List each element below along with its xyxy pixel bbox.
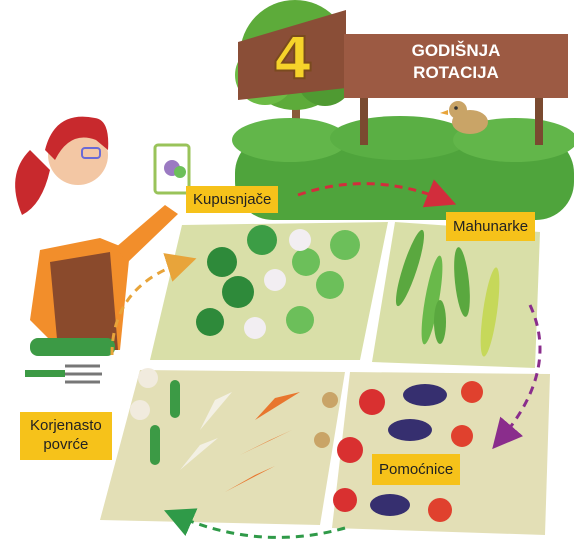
label-solanaceae: Pomoćnice <box>372 454 460 485</box>
garden-fork <box>25 366 102 382</box>
year-number: 4 <box>273 24 313 92</box>
garden-beds <box>100 222 550 535</box>
sign-title-line1: GODIŠNJA <box>344 40 568 62</box>
label-legumes: Mahunarke <box>446 212 535 241</box>
label-root-vegetables-line1: Korjenasto <box>30 416 102 435</box>
sign-title: GODIŠNJA ROTACIJA <box>344 40 568 84</box>
label-brassicas: Kupusnjače <box>186 186 278 213</box>
sign-title-line2: ROTACIJA <box>344 62 568 84</box>
hedge <box>232 116 574 220</box>
label-root-vegetables-line2: povrće <box>30 435 102 454</box>
label-root-vegetables: Korjenasto povrće <box>20 412 112 460</box>
